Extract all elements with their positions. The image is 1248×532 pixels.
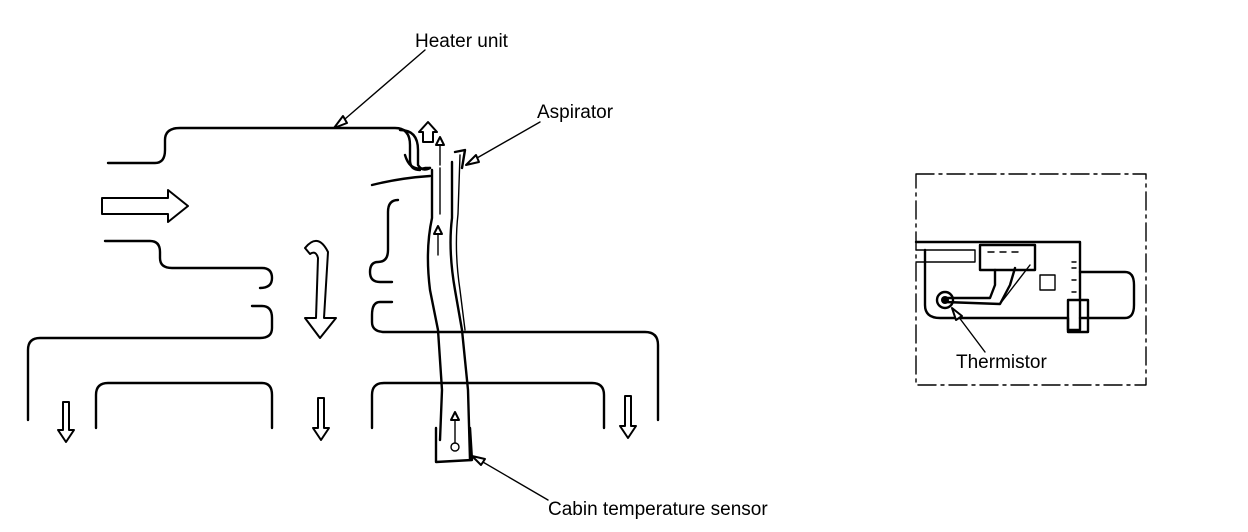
cabin-sensor-body (434, 426, 474, 464)
heater-upper-wall-inner (398, 128, 432, 171)
outlet-duct-left (94, 381, 274, 430)
inset-connector (978, 243, 1037, 272)
label-thermistor: Thermistor (956, 352, 1047, 373)
inset-frame (915, 173, 1147, 386)
leader-aspirator-head (465, 154, 480, 166)
inlet-right-arrow (101, 189, 189, 223)
heater-upper-wall (106, 126, 422, 172)
inset-socket (1039, 274, 1056, 291)
aspirator-lip-2 (403, 153, 432, 170)
aspirator-tip (453, 148, 467, 170)
label-heater-unit: Heater unit (415, 31, 508, 52)
thermistor-bead-core (941, 296, 949, 304)
outlet-down-arrow-1 (57, 401, 75, 443)
inset-slots (1071, 261, 1077, 293)
label-aspirator: Aspirator (537, 102, 614, 123)
right-baffle (368, 198, 400, 284)
inset-probe (1078, 270, 1136, 320)
curved-down-arrow (304, 240, 337, 339)
aspirator-pipe-left (426, 168, 444, 442)
airflow-up-arrow-small-2 (433, 225, 443, 235)
inset-lead-wire-3 (999, 264, 1031, 305)
aspirator-pipe-right (449, 160, 472, 462)
inset-housing-top (915, 249, 976, 263)
leader-cabin-sensor-head (471, 455, 486, 466)
airflow-up-arrow-small (450, 411, 460, 421)
inset-housing (914, 240, 1082, 332)
center-baffle (26, 304, 274, 422)
inset-clip (1066, 298, 1090, 334)
inset-lead-wire-2 (943, 266, 1017, 306)
aspirator-lip (370, 174, 432, 187)
aspirator-pipe-inner-2 (455, 154, 466, 331)
inset-lead-wire (943, 268, 997, 300)
leader-heater-unit (337, 49, 426, 126)
outlet-down-arrow-2 (312, 397, 330, 441)
exit-up-arrow (418, 121, 438, 143)
airflow-up-arrow-small-3 (435, 136, 445, 146)
leader-cabin-sensor (475, 457, 549, 501)
outlet-down-arrow-3 (619, 395, 637, 439)
outlet-duct-right (370, 381, 606, 430)
leader-heater-unit-head (333, 115, 348, 129)
leader-thermistor (954, 311, 986, 353)
thermistor-bead (935, 290, 955, 310)
right-baffle-lower (370, 300, 660, 422)
leader-aspirator (469, 121, 541, 163)
heater-lower-wall (103, 239, 274, 290)
leader-thermistor-head (951, 307, 963, 321)
cabin-sensor-element (450, 442, 460, 452)
label-cabin-temperature-sensor: Cabin temperature sensor (548, 499, 768, 520)
